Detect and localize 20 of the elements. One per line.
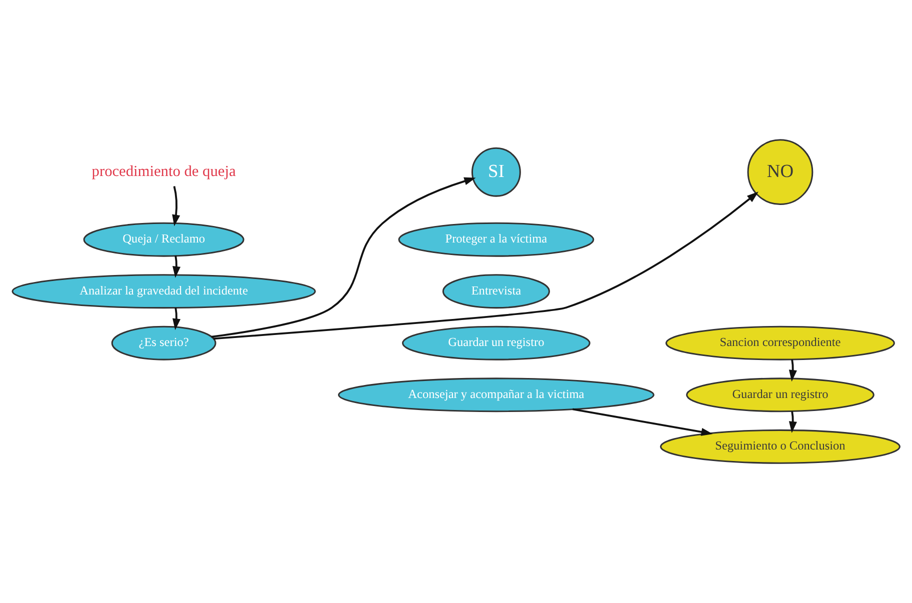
node-ellipse: ¿Es serio? bbox=[111, 326, 216, 360]
node-ellipse: Guardar un registro bbox=[402, 326, 590, 360]
node-ellipse: Queja / Reclamo bbox=[83, 222, 244, 257]
node-text: procedimiento de queja bbox=[92, 162, 236, 180]
arrow bbox=[213, 192, 758, 340]
node-ellipse: Seguimiento o Conclusion bbox=[660, 429, 900, 464]
node-circle: SI bbox=[471, 147, 521, 197]
node-ellipse: Guardar un registro bbox=[686, 378, 874, 412]
arrow bbox=[172, 256, 181, 278]
arrow bbox=[172, 308, 181, 330]
node-ellipse: Analizar la gravedad del incidente bbox=[12, 274, 316, 309]
node-ellipse: Sancion correspondiente bbox=[665, 326, 895, 360]
node-ellipse: Aconsejar y acompañar a la victima bbox=[338, 378, 654, 412]
arrow bbox=[572, 408, 713, 436]
node-ellipse: Entrevista bbox=[442, 274, 550, 309]
arrow bbox=[211, 177, 476, 338]
arrow bbox=[788, 411, 797, 433]
arrow bbox=[172, 186, 180, 226]
arrow bbox=[788, 359, 797, 382]
node-ellipse: Proteger a la víctima bbox=[398, 222, 594, 257]
